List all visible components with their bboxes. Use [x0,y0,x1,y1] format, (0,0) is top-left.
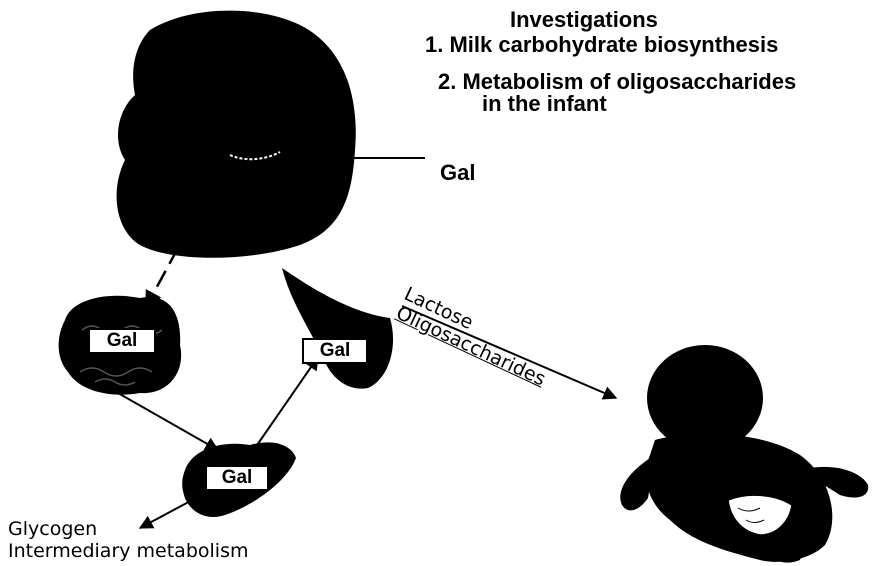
output-glycogen: Glycogen [8,518,97,540]
liver-to-mammary-arrow [255,357,318,448]
mother-to-intestine-arrow [146,248,178,307]
intestine-gal-box: Gal [88,328,156,354]
output-intermediary-metabolism: Intermediary metabolism [8,540,248,562]
mammary-gal-box: Gal [302,338,368,364]
infant-silhouette [620,345,868,563]
header-item-1: 1. Milk carbohydrate biosynthesis [425,33,778,57]
mammary-gland-shape [282,268,393,389]
header-heading: Investigations [510,8,658,32]
liver-gal-box: Gal [205,465,269,491]
intestine-to-liver-arrow [118,393,218,450]
header-item-2-cont: in the infant [482,92,607,116]
mother-silhouette [117,11,356,258]
gal-input-label: Gal [440,160,475,186]
liver-to-glycogen-arrow [140,498,196,528]
